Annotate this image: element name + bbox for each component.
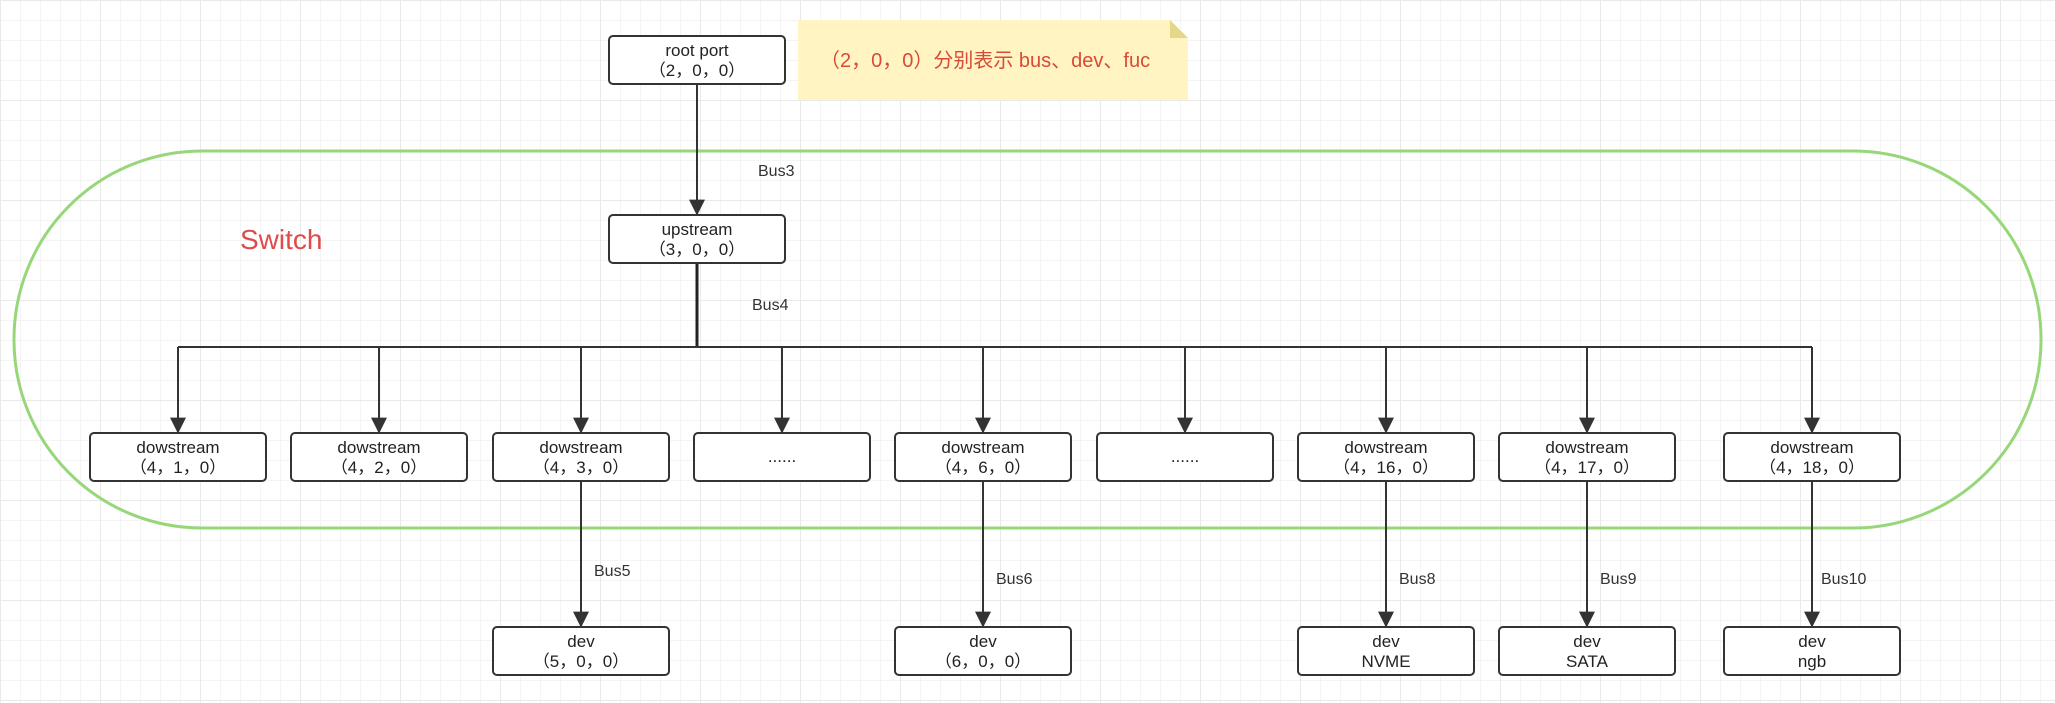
node-title: root port (665, 41, 729, 60)
node-subtitle: （2，0，0） (649, 61, 745, 80)
node-title: dowstream (539, 438, 622, 457)
node-ellipsis: ...... (1171, 447, 1199, 466)
node-box (894, 432, 1072, 482)
node-subtitle: ngb (1798, 652, 1826, 671)
node-title: dev (567, 632, 595, 651)
node-ellipsis: ...... (768, 447, 796, 466)
node-d3: dowstream（4，3，0） (492, 432, 670, 482)
node-subtitle: （4，18，0） (1759, 458, 1865, 477)
node-subtitle: SATA (1566, 652, 1609, 671)
node-subtitle: （4，2，0） (331, 458, 427, 477)
node-box (1498, 626, 1676, 676)
node-d17: dowstream（4，17，0） (1498, 432, 1676, 482)
bus-label-bus9: Bus9 (1600, 571, 1637, 588)
node-subtitle: （4，3，0） (533, 458, 629, 477)
bus-label-bus3: Bus3 (758, 163, 795, 180)
node-root: root port（2，0，0） (608, 35, 786, 85)
node-title: dev (1372, 632, 1400, 651)
note-sticky (798, 20, 1188, 100)
node-dev5: dev（5，0，0） (492, 626, 670, 676)
bus-label-bus10: Bus10 (1821, 571, 1866, 588)
switch-container (12, 149, 2043, 530)
node-d1: dowstream（4，1，0） (89, 432, 267, 482)
node-box (290, 432, 468, 482)
node-e1: ...... (693, 432, 871, 482)
node-title: dowstream (1545, 438, 1628, 457)
node-d16: dowstream（4，16，0） (1297, 432, 1475, 482)
node-subtitle: （4，6，0） (935, 458, 1031, 477)
bus-label-bus5: Bus5 (594, 563, 631, 580)
node-title: upstream (662, 220, 733, 239)
node-box (608, 214, 786, 264)
bus-label-bus6: Bus6 (996, 571, 1033, 588)
node-dev6: dev（6，0，0） (894, 626, 1072, 676)
node-box (608, 35, 786, 85)
node-subtitle: （5，0，0） (533, 652, 629, 671)
node-box (1498, 432, 1676, 482)
node-box (894, 626, 1072, 676)
node-title: dowstream (1344, 438, 1427, 457)
node-title: dev (1573, 632, 1601, 651)
node-box (1096, 432, 1274, 482)
node-subtitle: （6，0，0） (935, 652, 1031, 671)
node-subtitle: （4，16，0） (1333, 458, 1439, 477)
bus-label-bus4: Bus4 (752, 297, 789, 314)
node-title: dowstream (136, 438, 219, 457)
node-subtitle: （4，17，0） (1534, 458, 1640, 477)
node-subtitle: （4，1，0） (130, 458, 226, 477)
node-d6: dowstream（4，6，0） (894, 432, 1072, 482)
switch-label: Switch (240, 224, 322, 255)
node-box (492, 626, 670, 676)
node-e2: ...... (1096, 432, 1274, 482)
node-title: dev (1798, 632, 1826, 651)
node-title: dowstream (337, 438, 420, 457)
bus-label-bus8: Bus8 (1399, 571, 1436, 588)
node-box (693, 432, 871, 482)
node-subtitle: NVME (1361, 652, 1410, 671)
node-box (1297, 626, 1475, 676)
note-text: （2，0，0）分别表示 bus、dev、fuc (820, 49, 1150, 72)
node-d2: dowstream（4，2，0） (290, 432, 468, 482)
node-box (1723, 432, 1901, 482)
note-fold-corner (1170, 20, 1188, 38)
node-title: dev (969, 632, 997, 651)
node-subtitle: （3，0，0） (649, 240, 745, 259)
node-title: dowstream (1770, 438, 1853, 457)
node-title: dowstream (941, 438, 1024, 457)
node-box (1723, 626, 1901, 676)
node-up: upstream（3，0，0） (608, 214, 786, 264)
node-box (492, 432, 670, 482)
node-box (89, 432, 267, 482)
node-box (1297, 432, 1475, 482)
node-d18: dowstream（4，18，0） (1723, 432, 1901, 482)
